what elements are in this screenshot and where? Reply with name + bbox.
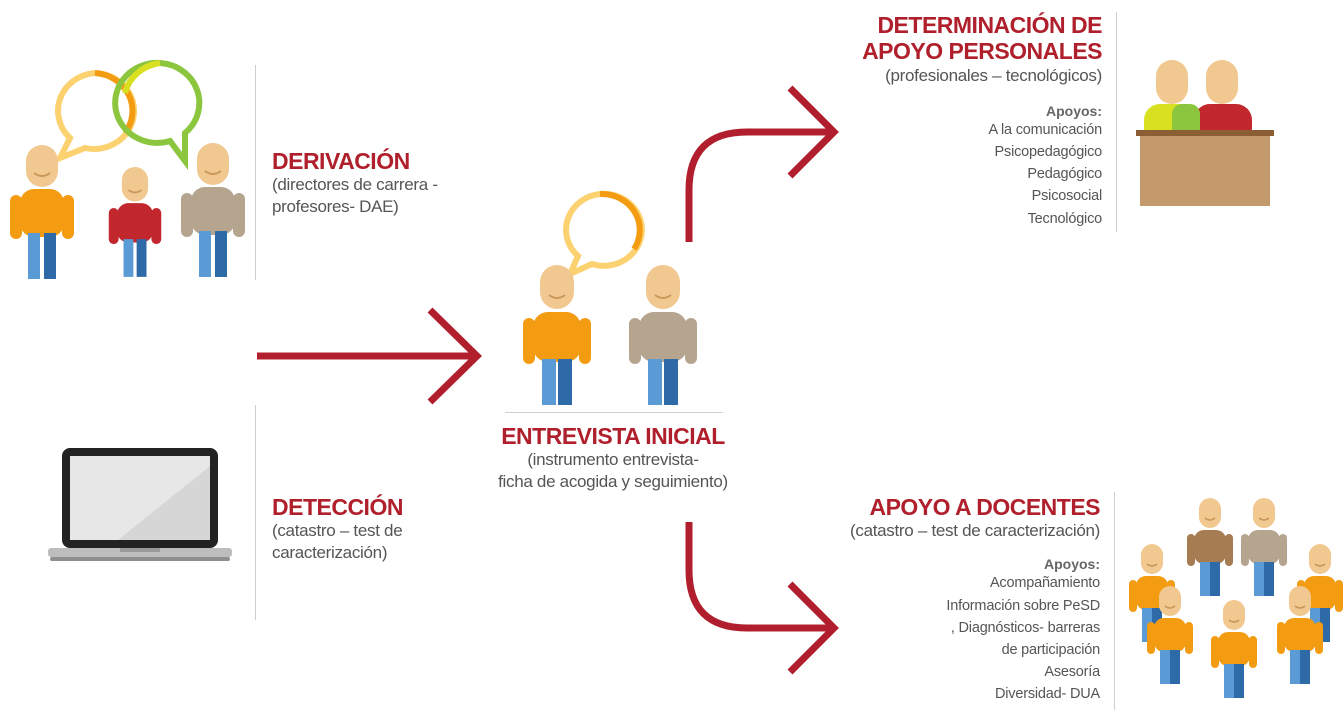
people-talking-icon [9, 59, 246, 280]
list-item: Asesoría [1044, 664, 1100, 681]
laptop-icon [48, 448, 232, 561]
determinacion-subtitle: (profesionales – tecnológicos) [885, 65, 1102, 85]
docentes-title: APOYO A DOCENTES [869, 494, 1100, 520]
deteccion-block: DETECCIÓN (catastro – test de caracteriz… [272, 494, 403, 564]
entrevista-desc-line2: ficha de acogida y seguimiento) [498, 472, 728, 492]
list-item: Psicopedagógico [994, 144, 1103, 161]
determinacion-title-line1: DETERMINACIÓN DE [877, 12, 1102, 38]
determinacion-apoyos-label: Apoyos: [1046, 102, 1102, 119]
docentes-apoyos-label: Apoyos: [1044, 556, 1100, 573]
docentes-block: APOYO A DOCENTES (catastro – test de car… [800, 494, 1100, 706]
interview-people-icon [522, 190, 698, 406]
determinacion-block: DETERMINACIÓN DE APOYO PERSONALES (profe… [840, 12, 1102, 230]
determinacion-apoyos-list: A la comunicación Psicopedagógico Pedagó… [840, 119, 1103, 230]
entrevista-title: ENTREVISTA INICIAL [501, 423, 725, 449]
list-item: , Diagnósticos- barreras [950, 619, 1100, 636]
docentes-apoyos-list: Acompañamiento Información sobre PeSD , … [800, 572, 1100, 705]
entrevista-block: ENTREVISTA INICIAL (instrumento entrevis… [463, 423, 763, 493]
derivacion-desc-line2: profesores- DAE) [272, 197, 399, 217]
deteccion-desc-line2: caracterización) [272, 543, 388, 563]
list-item: de participación [1001, 642, 1101, 659]
determinacion-title-line2: APOYO PERSONALES [862, 38, 1102, 65]
list-item: Información sobre PeSD [946, 597, 1100, 614]
list-item: Acompañamiento [989, 575, 1100, 592]
entrevista-desc-line1: (instrumento entrevista- [527, 450, 699, 470]
list-item: Pedagógico [1027, 166, 1102, 183]
arrow-up-right-icon [685, 85, 839, 242]
list-item: Diversidad- DUA [995, 686, 1100, 703]
derivacion-desc-line1: (directores de carrera - [272, 175, 438, 195]
deteccion-title: DETECCIÓN [272, 494, 403, 520]
arrow-down-right-icon [685, 522, 839, 675]
list-item: Psicosocial [1031, 188, 1103, 205]
derivacion-block: DERIVACIÓN (directores de carrera - prof… [272, 148, 438, 218]
deteccion-desc-line1: (catastro – test de [272, 521, 403, 541]
list-item: A la comunicación [988, 121, 1103, 138]
docentes-subtitle: (catastro – test de caracterización) [850, 521, 1100, 541]
derivacion-title: DERIVACIÓN [272, 148, 410, 174]
teachers-group-icon [1128, 497, 1344, 699]
list-item: Tecnológico [1027, 210, 1103, 227]
meeting-desk-icon [1136, 60, 1274, 206]
arrow-right-icon [257, 307, 483, 405]
